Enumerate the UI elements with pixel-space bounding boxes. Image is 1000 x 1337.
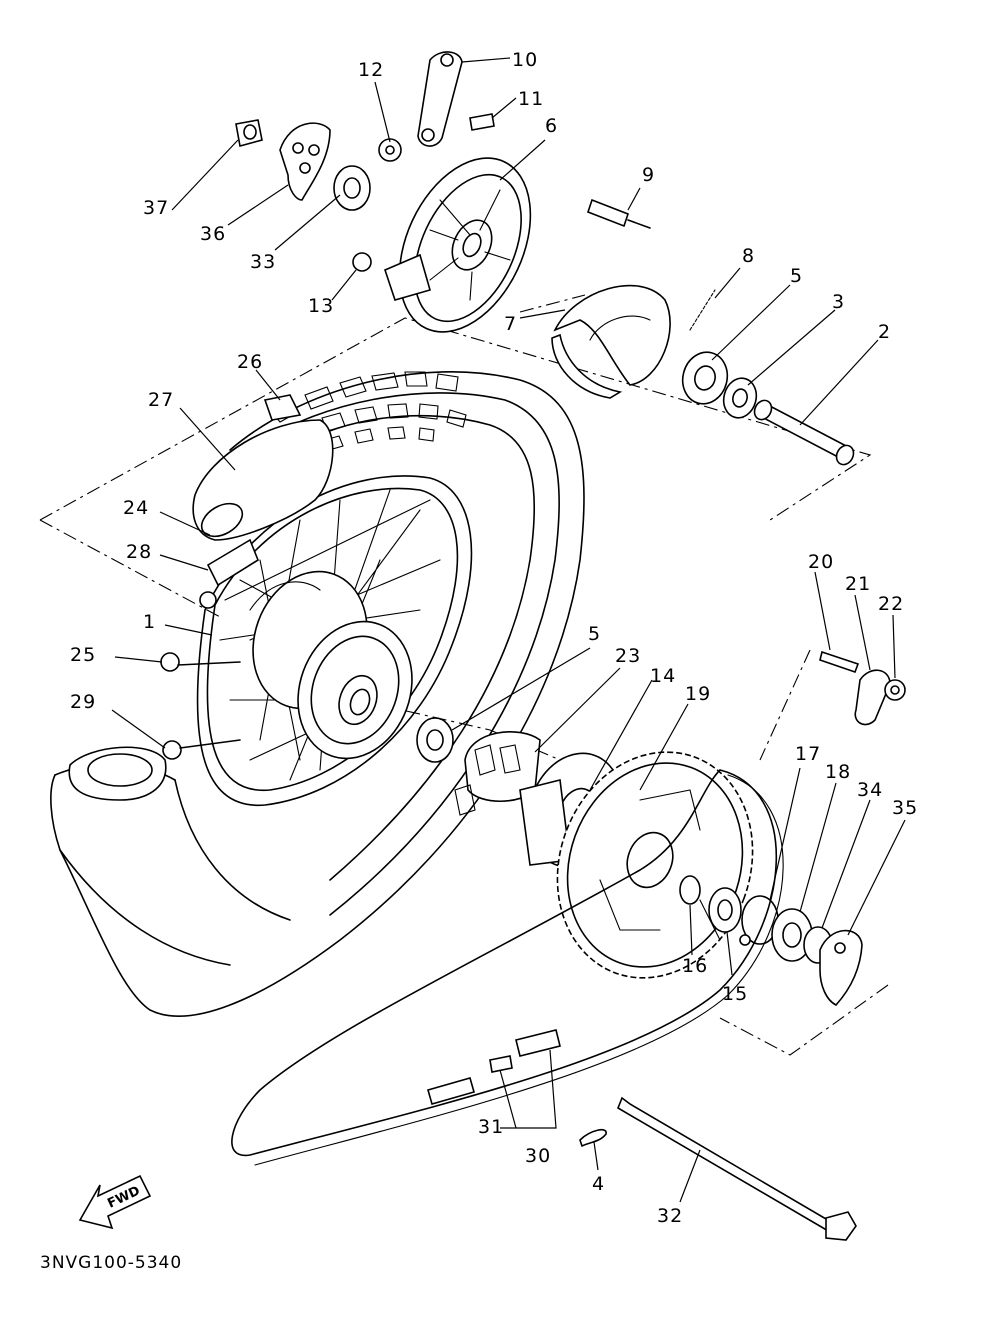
callout-8: 8: [742, 245, 755, 267]
callout-30: 30: [525, 1145, 551, 1167]
callout-22: 22: [878, 593, 904, 615]
wheel-hub: [249, 570, 413, 760]
callout-20: 20: [808, 551, 834, 573]
callout-34: 34: [857, 779, 883, 801]
callout-21: 21: [845, 573, 871, 595]
callout-24: 24: [123, 497, 149, 519]
callout-12: 12: [358, 59, 384, 81]
valve-and-nuts: [160, 591, 241, 760]
drive-chain: [231, 769, 784, 1166]
callout-36: 36: [200, 223, 226, 245]
diagram-reference-code: 3NVG100-5340: [40, 1253, 182, 1273]
brake-shoes: [551, 198, 716, 399]
rim-strap: [68, 746, 167, 801]
callout-11: 11: [518, 88, 544, 110]
callout-32: 32: [657, 1205, 683, 1227]
callout-25: 25: [70, 644, 96, 666]
callout-18: 18: [825, 761, 851, 783]
callout-35: 35: [892, 797, 918, 819]
callout-5-lower: 5: [588, 623, 601, 645]
callout-26: 26: [237, 351, 263, 373]
callout-10: 10: [512, 49, 538, 71]
brake-shoe-plate: [384, 157, 532, 333]
callout-9: 9: [642, 164, 655, 186]
chain-adjuster: [819, 650, 906, 726]
callout-17: 17: [795, 743, 821, 765]
callout-1: 1: [143, 611, 156, 633]
camshaft-lever: [378, 51, 495, 162]
callout-3: 3: [832, 291, 845, 313]
bearings-and-collar: [681, 351, 855, 466]
callout-33: 33: [250, 251, 276, 273]
callout-14: 14: [650, 665, 676, 687]
callout-19: 19: [685, 683, 711, 705]
callout-7: 7: [504, 313, 517, 335]
callout-16: 16: [682, 955, 708, 977]
callout-5-upper: 5: [790, 265, 803, 287]
callout-28: 28: [126, 541, 152, 563]
forward-direction-arrow: FWD: [78, 1174, 152, 1230]
callout-29: 29: [70, 691, 96, 713]
callout-leader-lines: [111, 57, 906, 1203]
wheel-axle: [617, 1096, 857, 1241]
callout-27: 27: [148, 389, 174, 411]
callout-4: 4: [592, 1173, 605, 1195]
rim-band-and-protector: [192, 394, 334, 587]
rear-sprocket: [556, 751, 754, 979]
callout-15: 15: [722, 983, 748, 1005]
axle-side-stack: [679, 875, 863, 1006]
small-hardware-top-left: [235, 119, 372, 272]
callout-31: 31: [478, 1116, 504, 1138]
chain-clip: [579, 1128, 607, 1147]
part-callouts: 10 11 12 6 9 8 5 3 2 7 37 36 33 13 26 27…: [70, 49, 918, 1227]
callout-13: 13: [308, 295, 334, 317]
callout-2: 2: [878, 321, 891, 343]
callout-6: 6: [545, 115, 558, 137]
callout-23: 23: [615, 645, 641, 667]
callout-37: 37: [143, 197, 169, 219]
